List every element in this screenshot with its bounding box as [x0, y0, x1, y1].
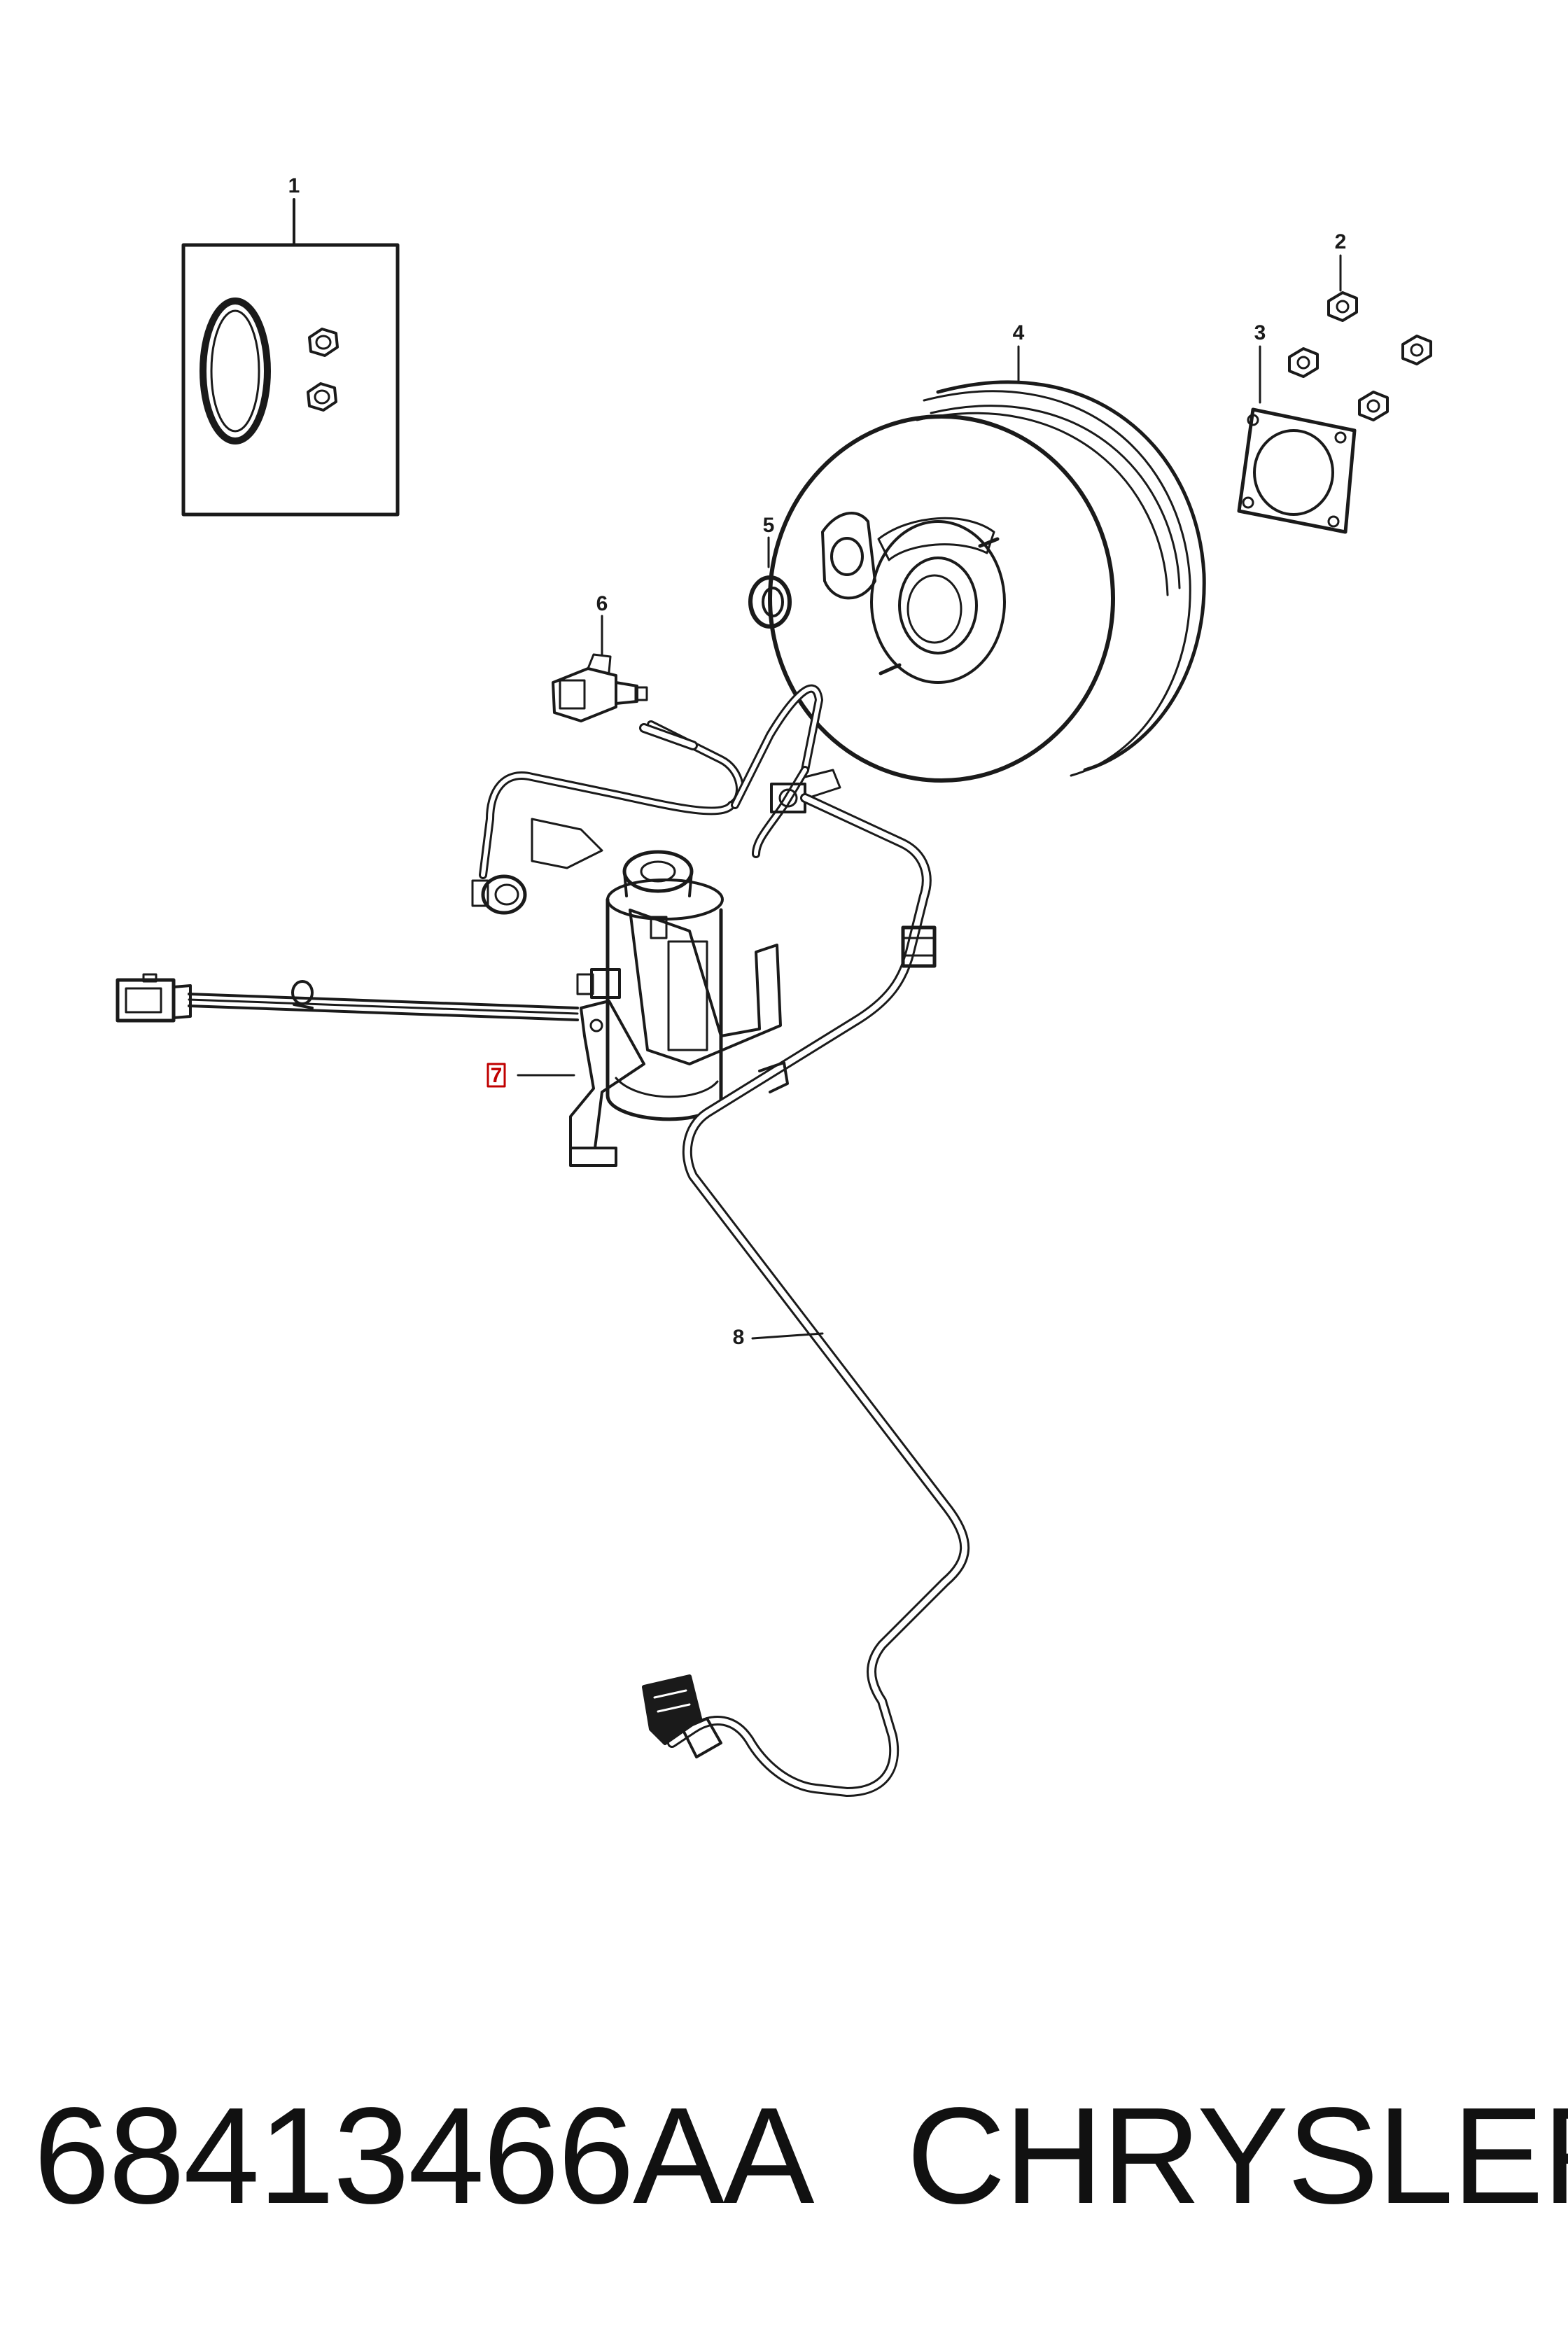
- part-7-vacuum-pump: [569, 850, 782, 1167]
- callout-2: 2: [1335, 230, 1347, 253]
- callout-7-highlight-box: [486, 1063, 506, 1088]
- inline-check-valve-icon: [901, 925, 937, 968]
- hose-end-fitting-icon: [471, 874, 527, 915]
- callout-4: 4: [1013, 321, 1025, 344]
- kit-nut-lower-icon: [307, 382, 337, 412]
- callout-3: 3: [1254, 321, 1266, 344]
- harness-connector-icon: [115, 973, 192, 1023]
- callout-5: 5: [763, 514, 775, 537]
- line-clip-icon: [758, 1061, 789, 1093]
- brake-booster-exploded-diagram: 1 2 3 4 5 6 7 8: [115, 174, 1432, 1797]
- nut-icon: [1327, 291, 1358, 322]
- nut-icon: [1358, 391, 1389, 421]
- pump-vacuum-hose: [471, 684, 841, 915]
- part-4-brake-booster: [768, 345, 1206, 783]
- callout-7: 7: [491, 1064, 503, 1087]
- quick-connect-fitting-icon: [642, 1674, 722, 1758]
- callout-8: 8: [733, 1326, 745, 1349]
- nut-icon: [1288, 347, 1319, 378]
- nut-icon: [1401, 335, 1432, 365]
- harness-clip-icon: [291, 980, 314, 1009]
- part-5-grommet: [748, 536, 792, 629]
- callout-6: 6: [596, 592, 608, 615]
- brand-name-label: CHRYSLER: [906, 2079, 1568, 2232]
- part-3-gasket: [1237, 345, 1357, 534]
- part-6-vacuum-sensor: [552, 615, 648, 722]
- part-2-mounting-nuts: [1288, 254, 1432, 421]
- callout-1: 1: [288, 174, 300, 197]
- kit-nut-upper-icon: [308, 328, 339, 357]
- part-number-label: 68413466AA: [34, 2079, 815, 2232]
- pump-wiring-harness: [115, 973, 579, 1023]
- part-1-seal-kit: [181, 198, 400, 517]
- part-8-vacuum-line: [642, 793, 970, 1797]
